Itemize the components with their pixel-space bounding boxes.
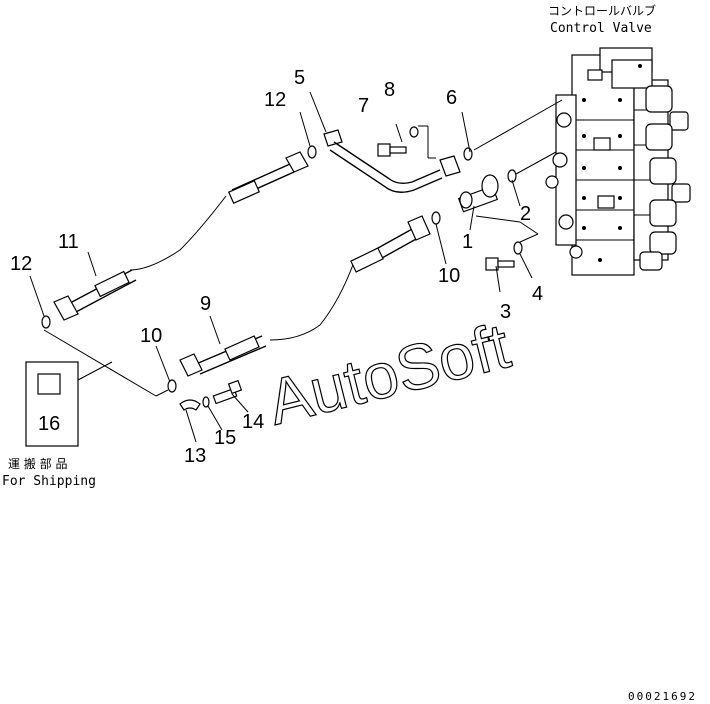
drawing-number: 00021692 [628,690,697,703]
callout-9: 9 [200,293,211,315]
callout-16: 16 [38,413,60,435]
callout-8: 8 [384,79,395,101]
callout-6: 6 [446,87,457,109]
callout-1: 1 [462,231,473,253]
control-valve-label-en: Control Valve [550,21,652,36]
callout-11: 11 [58,231,79,253]
control-valve [545,47,691,276]
hose-11 [53,269,137,321]
callout-10-right: 10 [438,265,460,287]
shipping-label-en: For Shipping [2,474,96,489]
callout-14: 14 [242,411,264,433]
cap-16 [37,373,61,395]
o-ring-10-left [167,379,177,393]
o-ring-2 [507,169,517,183]
clamp-13 [179,399,201,411]
callout-10-left: 10 [140,325,162,347]
hose-upper [227,151,309,204]
leader-lines [29,91,563,443]
o-ring-12-left [41,315,51,329]
bolt-7 [377,143,407,157]
o-ring-12-top [307,145,317,159]
callout-12-left: 12 [10,253,32,275]
flange-1 [457,174,499,213]
shipping-label-jp: 運 搬 部 品 [8,456,67,471]
callout-3: 3 [500,301,511,323]
control-valve-label-jp: コントロールバルブ [548,3,656,18]
o-ring-10-right [431,211,441,225]
watermark: AutoSoft [261,309,517,438]
callout-13: 13 [184,445,206,467]
hose-9 [179,335,267,377]
callouts: 1 2 3 4 5 6 7 8 9 10 10 11 12 12 13 14 1… [10,67,543,467]
pipe-5 [323,129,461,193]
callout-2: 2 [520,203,531,225]
callout-5: 5 [294,67,305,89]
callout-7: 7 [358,95,369,117]
hose-line-a [129,195,227,271]
callout-12-top: 12 [264,89,286,111]
callout-4: 4 [532,283,543,305]
o-ring-6 [463,147,473,161]
washer-4 [513,241,523,255]
hose-line-b [269,261,355,341]
washer-8 [409,126,419,138]
hose-right [350,215,431,273]
callout-15: 15 [214,427,236,449]
bolt-14 [212,379,243,405]
washer-15 [202,396,210,408]
bolt-3 [485,257,515,271]
